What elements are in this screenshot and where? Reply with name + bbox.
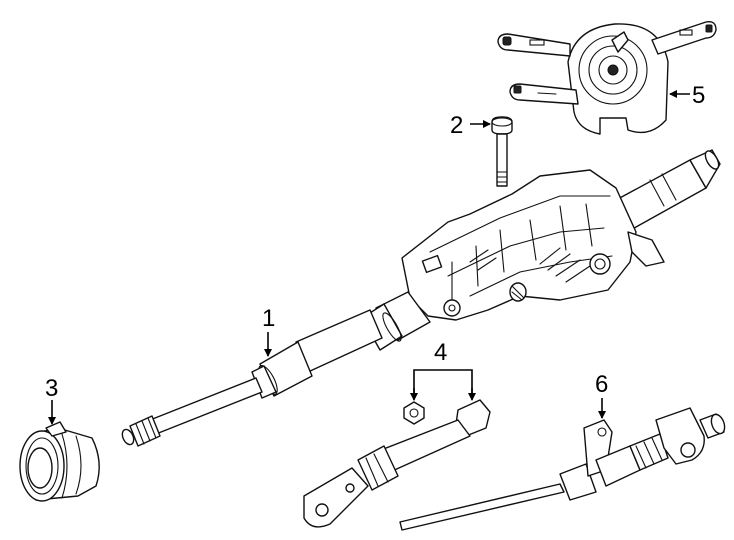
- bolt: [491, 116, 513, 187]
- shift-cable: [399, 407, 726, 531]
- boot-seal: [19, 421, 100, 502]
- intermediate-shaft: [121, 309, 383, 447]
- steering-column: [361, 149, 721, 351]
- callout-5: 5: [692, 82, 705, 109]
- leader-4-bracket: [413, 369, 473, 396]
- callout-2: 2: [450, 112, 463, 139]
- lower-shaft: [303, 399, 491, 528]
- callout-4: 4: [434, 339, 447, 366]
- callout-1: 1: [262, 305, 275, 332]
- callout-6: 6: [595, 371, 608, 398]
- combination-switch: [497, 20, 717, 135]
- callout-3: 3: [45, 375, 58, 402]
